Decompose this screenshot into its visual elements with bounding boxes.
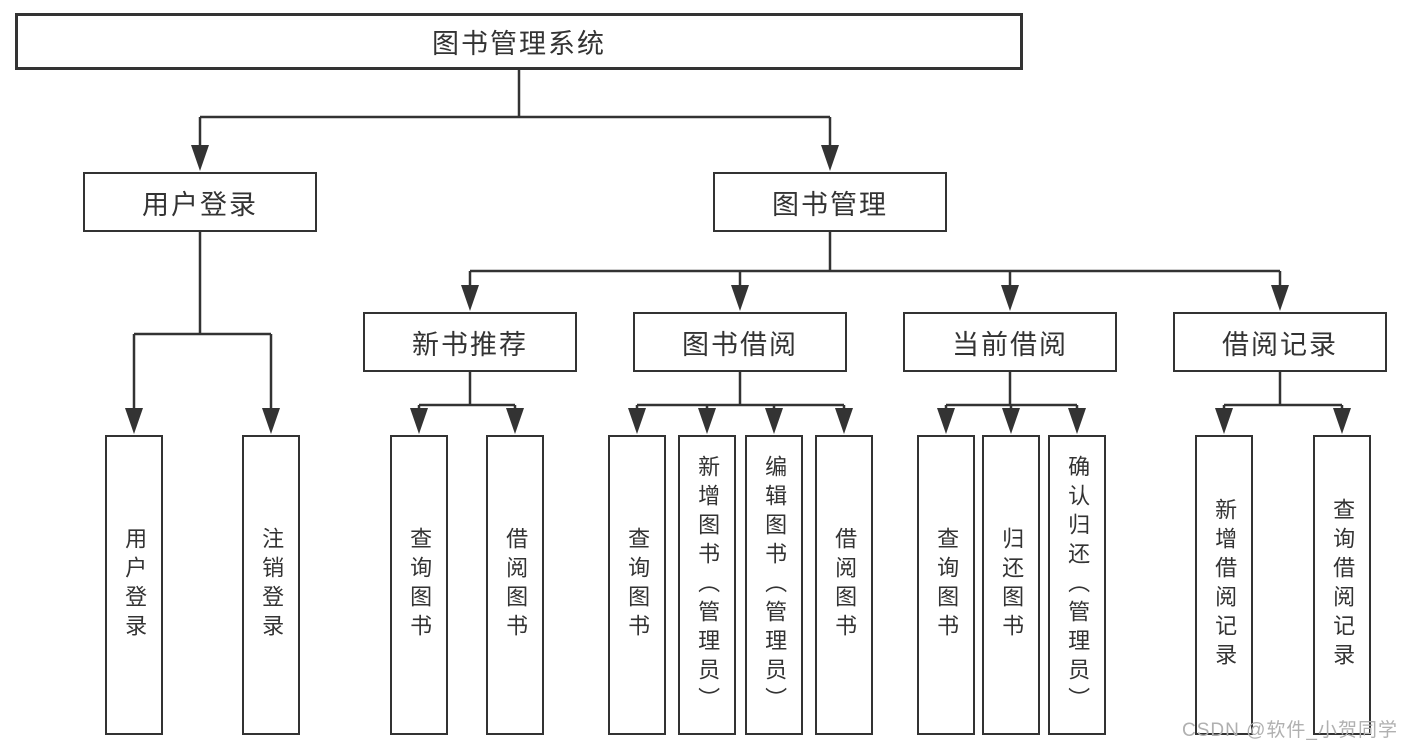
arrowhead-icon [191,145,209,171]
arrowhead-icon [835,408,853,434]
node-label: 查询图书 [934,527,960,643]
node-label: 确认归还（管理员） [1065,454,1091,716]
node-label: 用户登录 [122,527,148,643]
leaf-user-login: 用户登录 [105,435,163,735]
node-label: 注销登录 [259,527,285,643]
leaf-borrow-query-books: 查询图书 [608,435,666,735]
node-borrow-records: 借阅记录 [1173,312,1387,372]
leaf-current-confirm-return-admin: 确认归还（管理员） [1048,435,1106,735]
arrowhead-icon [1068,408,1086,434]
leaf-borrow-borrow-books: 借阅图书 [815,435,873,735]
leaf-recommend-query-books: 查询图书 [390,435,448,735]
arrowhead-icon [628,408,646,434]
connector-line [635,372,846,412]
node-label: 新增借阅记录 [1212,498,1238,672]
connector-line [132,232,273,412]
arrowhead-icon [731,285,749,311]
node-book-borrow: 图书借阅 [633,312,847,372]
arrowhead-icon [698,408,716,434]
arrowhead-icon [506,408,524,434]
node-label: 图书借阅 [682,329,798,360]
arrowhead-icon [1333,408,1351,434]
arrowhead-icon [262,408,280,434]
node-label: 用户登录 [142,189,258,220]
node-new-book-recommend: 新书推荐 [363,312,577,372]
node-label: 查询借阅记录 [1330,498,1356,672]
arrowhead-icon [821,145,839,171]
leaf-logout: 注销登录 [242,435,300,735]
leaf-recommend-borrow-books: 借阅图书 [486,435,544,735]
connector-line [468,232,1282,289]
arrowhead-icon [125,408,143,434]
arrowhead-icon [1002,408,1020,434]
arrowhead-icon [1215,408,1233,434]
node-label: 归还图书 [999,527,1025,643]
node-book-management: 图书管理 [713,172,947,232]
node-label: 新书推荐 [412,329,528,360]
node-label: 借阅图书 [503,527,529,643]
arrowhead-icon [1001,285,1019,311]
node-current-borrow: 当前借阅 [903,312,1117,372]
connector-line [944,372,1079,412]
connector-line [417,372,517,412]
leaf-current-query-books: 查询图书 [917,435,975,735]
leaf-borrow-add-book-admin: 新增图书（管理员） [678,435,736,735]
node-label: 查询图书 [625,527,651,643]
leaf-borrow-edit-book-admin: 编辑图书（管理员） [745,435,803,735]
arrowhead-icon [1271,285,1289,311]
node-label: 图书管理 [772,189,888,220]
node-label: 借阅记录 [1222,329,1338,360]
node-label: 图书管理系统 [432,29,606,59]
connector-line [1222,372,1344,412]
node-root-system: 图书管理系统 [15,13,1023,70]
node-label: 查询图书 [407,527,433,643]
arrowhead-icon [937,408,955,434]
arrowhead-icon [461,285,479,311]
arrowhead-icon [410,408,428,434]
csdn-watermark: CSDN @软件_小贺同学 [1182,720,1398,741]
node-label: 编辑图书（管理员） [762,454,788,716]
leaf-current-return-books: 归还图书 [982,435,1040,735]
connector-line [198,70,832,149]
node-label: 借阅图书 [832,527,858,643]
node-user-login: 用户登录 [83,172,317,232]
leaf-records-add-record: 新增借阅记录 [1195,435,1253,735]
leaf-records-query-record: 查询借阅记录 [1313,435,1371,735]
arrowhead-icon [765,408,783,434]
node-label: 新增图书（管理员） [695,454,721,716]
node-label: 当前借阅 [952,329,1068,360]
